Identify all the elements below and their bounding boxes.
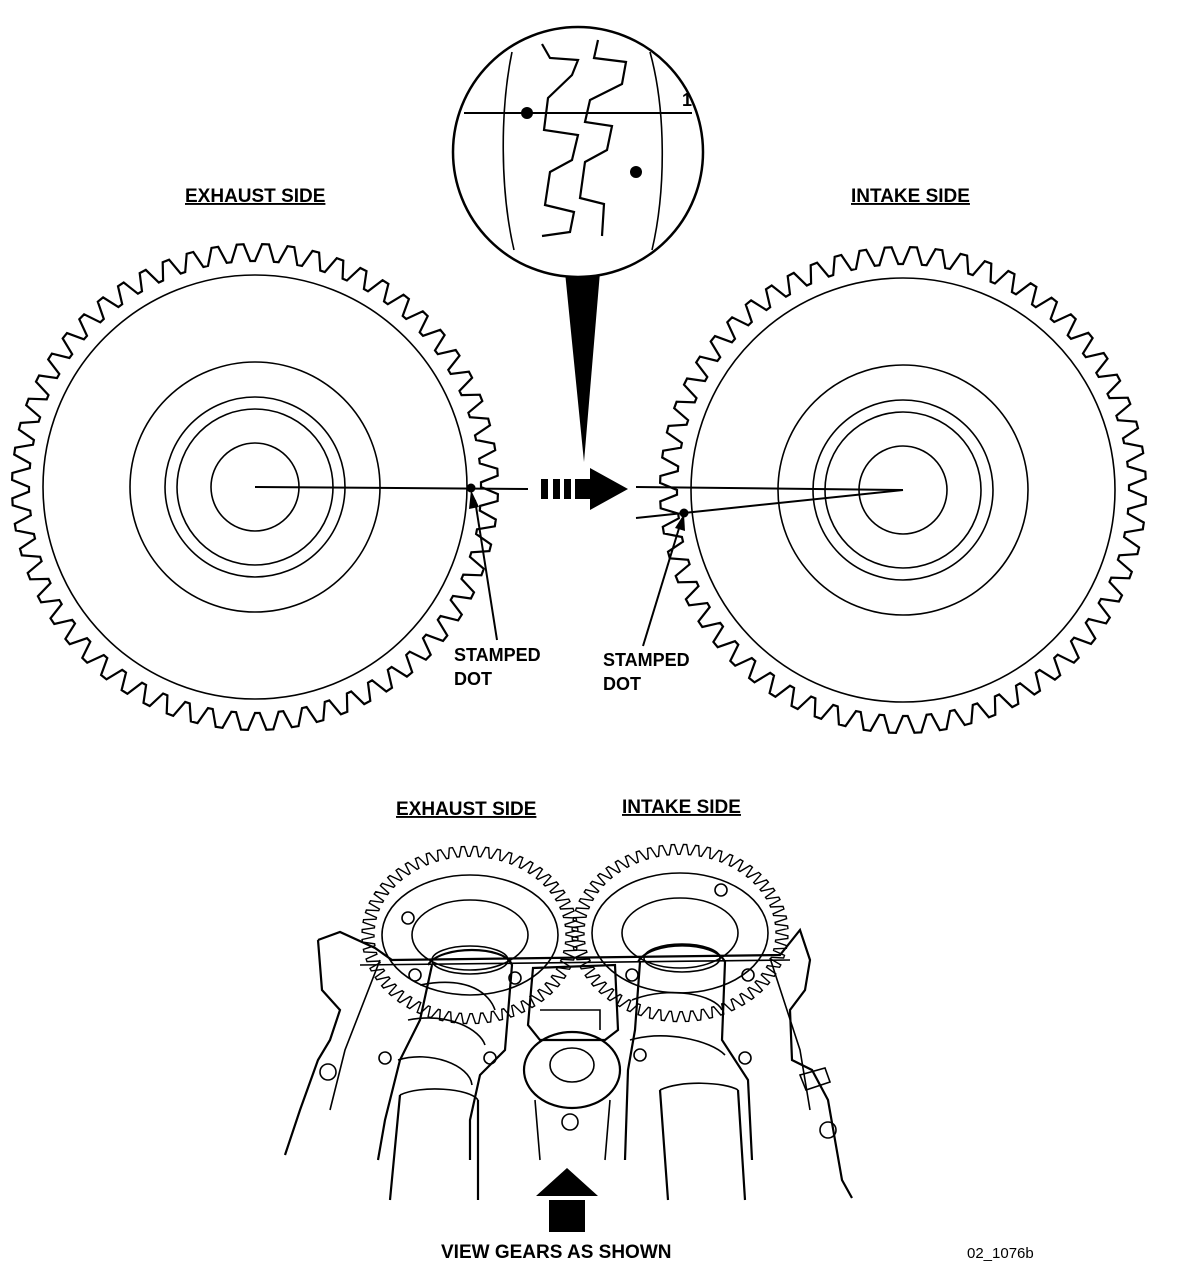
detail-magnifier: 1 — [451, 25, 705, 462]
exhaust-gear-top — [10, 242, 529, 732]
direction-arrow — [541, 468, 628, 510]
intake-gear-top — [635, 245, 1148, 735]
exhaust-stamped-dot — [466, 483, 476, 493]
intake-gear-teeth — [658, 245, 1148, 735]
bottom-intake-gear-teeth — [571, 843, 789, 1023]
bottom-exhaust-side-label: EXHAUST SIDE — [396, 799, 536, 820]
intake-stamped-dot-label-line2: DOT — [603, 674, 641, 694]
cylinder-head-illustration — [283, 843, 853, 1201]
intake-dot-leader — [642, 514, 685, 647]
view-gears-caption: VIEW GEARS AS SHOWN — [441, 1242, 671, 1263]
bottom-exhaust-gear-teeth — [361, 845, 579, 1025]
top-exhaust-side-label: EXHAUST SIDE — [185, 186, 325, 207]
exhaust-stamped-dot-label-line2: DOT — [454, 669, 492, 689]
view-arrow-up — [536, 1168, 598, 1232]
detail-callout-number: 1 — [682, 90, 692, 110]
figure-id: 02_1076b — [967, 1245, 1034, 1262]
top-intake-side-label: INTAKE SIDE — [851, 186, 970, 207]
exhaust-stamped-dot-label-line1: STAMPED — [454, 645, 541, 665]
intake-stamped-dot-label-line1: STAMPED — [603, 650, 690, 670]
exhaust-dot-leader — [469, 490, 498, 641]
exhaust-gear-teeth — [10, 242, 500, 732]
bottom-intake-side-label: INTAKE SIDE — [622, 797, 741, 818]
intake-stamped-dot — [679, 508, 689, 518]
